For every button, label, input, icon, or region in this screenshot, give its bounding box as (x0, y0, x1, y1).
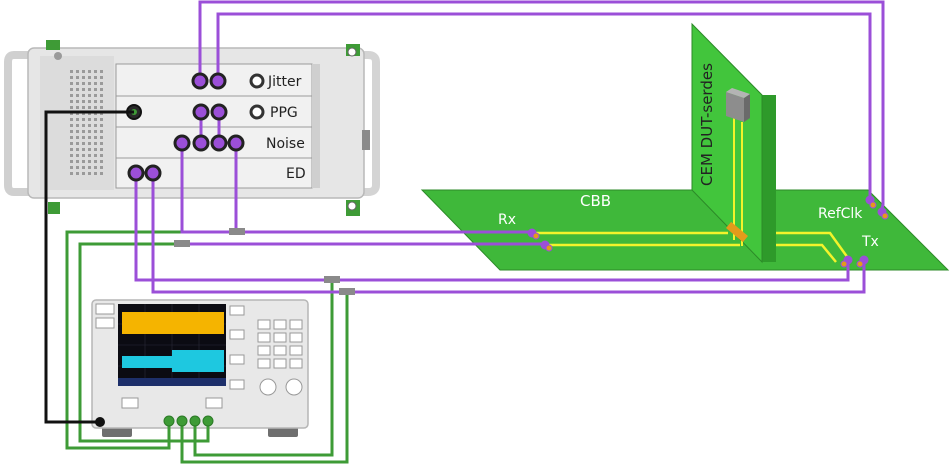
right-handle (352, 51, 380, 196)
left-handle (4, 51, 30, 196)
tx-connector-1 (840, 255, 853, 268)
scope-cable-4 (78, 242, 210, 443)
ed-port-2 (144, 164, 162, 182)
scope-cable-3 (193, 280, 334, 457)
instrument-ports[interactable] (127, 72, 245, 182)
noise-port-1 (173, 134, 191, 152)
dut-card-side (762, 95, 776, 262)
ppg-port-1 (192, 103, 210, 121)
tx-trace-1 (765, 231, 850, 259)
tee-rx-2 (229, 228, 245, 235)
scope-knob-left[interactable] (259, 378, 277, 396)
board-connectors[interactable] (527, 195, 889, 268)
oscilloscope (91, 299, 309, 437)
scope-input-3 (189, 415, 201, 427)
dut-chip (726, 88, 750, 122)
rx-connector-2 (540, 240, 553, 252)
ppg-port-2 (210, 103, 228, 121)
scope-right-button-1[interactable] (229, 305, 245, 316)
scope-left-button-1[interactable] (95, 303, 115, 315)
noise-port-4 (227, 134, 245, 152)
board-traces (532, 231, 850, 263)
module-label-ppg: PPG (270, 105, 298, 121)
refclk-connector-1 (865, 195, 877, 209)
noise-to-rx-1 (180, 143, 532, 234)
tee-tx-2 (339, 288, 355, 295)
scope-clock-input[interactable] (95, 417, 105, 427)
module-label-noise: Noise (266, 136, 305, 152)
refclk-connector-2 (877, 207, 889, 220)
rx-connector-1 (527, 228, 540, 240)
scope-knob-right[interactable] (285, 378, 303, 396)
tee-rx-1 (174, 240, 190, 247)
refclk-label: RefClk (818, 206, 863, 222)
tee-tx-1 (324, 276, 340, 283)
tx-trace-2 (765, 243, 837, 263)
yellow-waveform (122, 312, 224, 334)
side-port (362, 130, 370, 150)
ppg-port-unused[interactable] (249, 104, 265, 120)
scope-bottom-button-1[interactable] (121, 397, 139, 409)
noise-port-2 (192, 134, 210, 152)
tx-label: Tx (861, 234, 879, 250)
cbb-label: CBB (580, 192, 611, 210)
scope-keypad[interactable] (257, 319, 303, 369)
scope-right-button-4[interactable] (229, 379, 245, 390)
scope-input-1 (163, 415, 175, 427)
module-label-jitter: Jitter (267, 74, 302, 90)
scope-inputs[interactable] (163, 415, 214, 427)
noise-port-3 (210, 134, 228, 152)
dut-edge-connector (726, 221, 748, 243)
ed-to-tx-1 (134, 173, 850, 282)
scope-right-button-3[interactable] (229, 354, 245, 365)
jitter-port-1 (191, 72, 209, 90)
cyan-waveform (122, 350, 224, 372)
scope-input-4 (202, 415, 214, 427)
dut-card-traces (733, 118, 743, 246)
cable-tees (174, 228, 355, 295)
scope-left-button-2[interactable] (95, 317, 115, 329)
module-label-ed: ED (286, 166, 306, 182)
dut-label: CEM DUT-serdes (698, 63, 716, 186)
tx-connector-2 (856, 255, 869, 268)
jitter-port-unused[interactable] (249, 73, 265, 89)
latch-top-left (46, 40, 60, 50)
rx-label: Rx (498, 212, 516, 228)
scope-right-button-2[interactable] (229, 329, 245, 340)
ed-port-1 (127, 164, 145, 182)
jitter-to-refclk-2 (216, 12, 872, 198)
scope-bottom-button-2[interactable] (205, 397, 223, 409)
clock-cable (44, 110, 134, 424)
scope-input-2 (176, 415, 188, 427)
latch-bottom-left (48, 202, 60, 214)
jitter-port-2 (209, 72, 227, 90)
dut-card (691, 22, 763, 264)
ed-to-tx-2 (151, 173, 866, 294)
bert-mainframe: Jitter PPG Noise ED (4, 40, 380, 216)
